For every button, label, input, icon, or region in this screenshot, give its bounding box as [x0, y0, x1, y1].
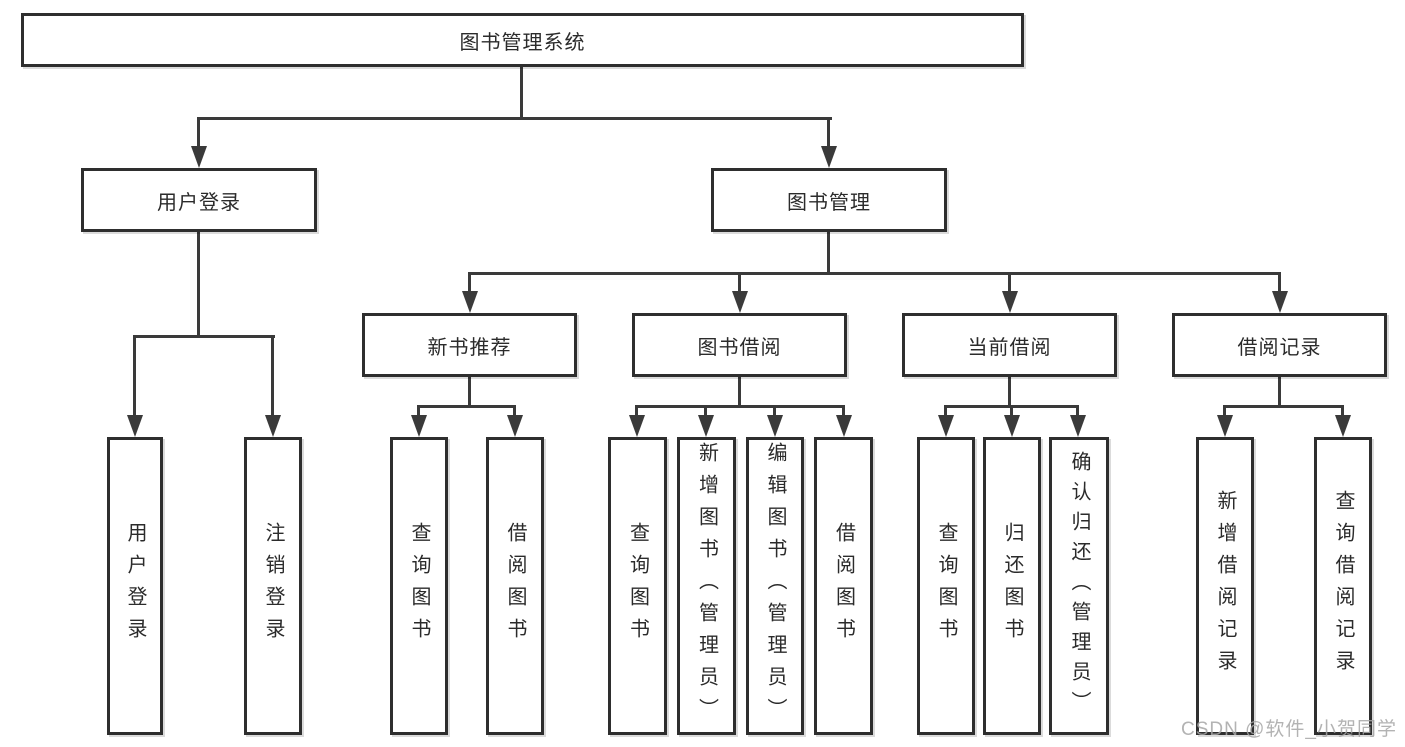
connector-line: [1341, 405, 1344, 419]
leaf-current-query-books: 查询图书: [917, 437, 975, 735]
connector-line: [1223, 405, 1344, 408]
node-book-borrow: 图书借阅: [632, 313, 847, 377]
connector-line: [417, 405, 420, 419]
leaf-borrow-edit-books-admin: 编辑图书（管理员）: [746, 437, 804, 735]
leaf-user-login: 用户登录: [107, 437, 163, 735]
leaf-borrow-query-books: 查询图书: [608, 437, 667, 735]
arrow-down-icon: [191, 146, 207, 168]
node-book-management-label: 图书管理: [787, 191, 871, 214]
connector-line: [773, 405, 776, 419]
connector-line: [1008, 377, 1011, 408]
arrow-down-icon: [507, 415, 523, 437]
arrow-down-icon: [767, 415, 783, 437]
connector-line: [1223, 405, 1226, 419]
arrow-down-icon: [1335, 415, 1351, 437]
arrow-down-icon: [1217, 415, 1233, 437]
connector-line: [271, 335, 274, 419]
arrow-down-icon: [1004, 415, 1020, 437]
leaf-recommend-query-books: 查询图书: [390, 437, 448, 735]
leaf-borrow-add-books-admin-label: 新增图书（管理员）: [695, 442, 718, 730]
csdn-watermark: CSDN @软件_小贺同学: [1181, 719, 1397, 740]
leaf-borrow-add-books-admin: 新增图书（管理员）: [677, 437, 736, 735]
connector-line: [197, 117, 832, 120]
connector-line: [513, 405, 516, 419]
leaf-current-return-books-label: 归还图书: [1001, 522, 1023, 650]
leaf-records-query-record: 查询借阅记录: [1314, 437, 1372, 735]
leaf-user-login-label: 用户登录: [124, 522, 146, 650]
node-new-book-recommend: 新书推荐: [362, 313, 577, 377]
leaf-current-confirm-return-admin: 确认归还（管理员）: [1049, 437, 1109, 735]
arrow-down-icon: [1070, 415, 1086, 437]
node-library-system-label: 图书管理系统: [459, 31, 586, 54]
leaf-borrow-edit-books-admin-label: 编辑图书（管理员）: [764, 442, 786, 730]
connector-line: [133, 335, 275, 338]
leaf-logout-login: 注销登录: [244, 437, 302, 735]
connector-line: [417, 405, 516, 408]
connector-line: [1076, 405, 1079, 419]
connector-line: [197, 117, 200, 152]
leaf-records-add-record: 新增借阅记录: [1196, 437, 1254, 735]
arrow-down-icon: [836, 415, 852, 437]
leaf-current-query-books-label: 查询图书: [935, 522, 957, 650]
connector-line: [704, 405, 707, 419]
connector-line: [842, 405, 845, 419]
arrow-down-icon: [127, 415, 143, 437]
leaf-records-query-record-label: 查询借阅记录: [1332, 490, 1354, 682]
connector-line: [1278, 377, 1281, 408]
connector-line: [197, 232, 200, 338]
node-current-borrow: 当前借阅: [902, 313, 1117, 377]
arrow-down-icon: [411, 415, 427, 437]
leaf-recommend-borrow-books: 借阅图书: [486, 437, 544, 735]
connector-line: [827, 117, 830, 152]
node-borrow-records-label: 借阅记录: [1237, 336, 1322, 359]
leaf-borrow-borrow-books-label: 借阅图书: [832, 522, 855, 650]
arrow-down-icon: [698, 415, 714, 437]
leaf-current-return-books: 归还图书: [983, 437, 1041, 735]
leaf-records-add-record-label: 新增借阅记录: [1214, 490, 1236, 682]
leaf-current-confirm-return-admin-label: 确认归还（管理员）: [1068, 451, 1090, 721]
connector-line: [520, 67, 523, 119]
node-user-login-label: 用户登录: [157, 191, 241, 214]
leaf-recommend-query-books-label: 查询图书: [408, 522, 430, 650]
connector-line: [635, 405, 845, 408]
arrow-down-icon: [462, 291, 478, 313]
leaf-recommend-borrow-books-label: 借阅图书: [504, 522, 526, 650]
node-current-borrow-label: 当前借阅: [967, 336, 1052, 359]
connector-line: [827, 232, 830, 275]
leaf-borrow-borrow-books: 借阅图书: [814, 437, 873, 735]
node-user-login: 用户登录: [81, 168, 317, 232]
connector-line: [1010, 405, 1013, 419]
connector-line: [944, 405, 947, 419]
node-book-management: 图书管理: [711, 168, 947, 232]
connector-line: [738, 272, 741, 294]
arrow-down-icon: [938, 415, 954, 437]
connector-line: [468, 272, 471, 294]
connector-line: [635, 405, 638, 419]
connector-line: [738, 377, 741, 408]
arrow-down-icon: [1002, 291, 1018, 313]
arrow-down-icon: [1272, 291, 1288, 313]
node-library-system: 图书管理系统: [21, 13, 1024, 67]
arrow-down-icon: [821, 146, 837, 168]
arrow-down-icon: [732, 291, 748, 313]
connector-line: [133, 335, 136, 419]
node-borrow-records: 借阅记录: [1172, 313, 1387, 377]
node-book-borrow-label: 图书借阅: [697, 336, 782, 359]
connector-line: [1008, 272, 1011, 294]
leaf-borrow-query-books-label: 查询图书: [626, 522, 649, 650]
connector-line: [468, 377, 471, 408]
arrow-down-icon: [265, 415, 281, 437]
node-new-book-recommend-label: 新书推荐: [427, 336, 512, 359]
connector-line: [468, 272, 1281, 275]
leaf-logout-login-label: 注销登录: [262, 522, 284, 650]
connector-line: [1278, 272, 1281, 294]
arrow-down-icon: [629, 415, 645, 437]
